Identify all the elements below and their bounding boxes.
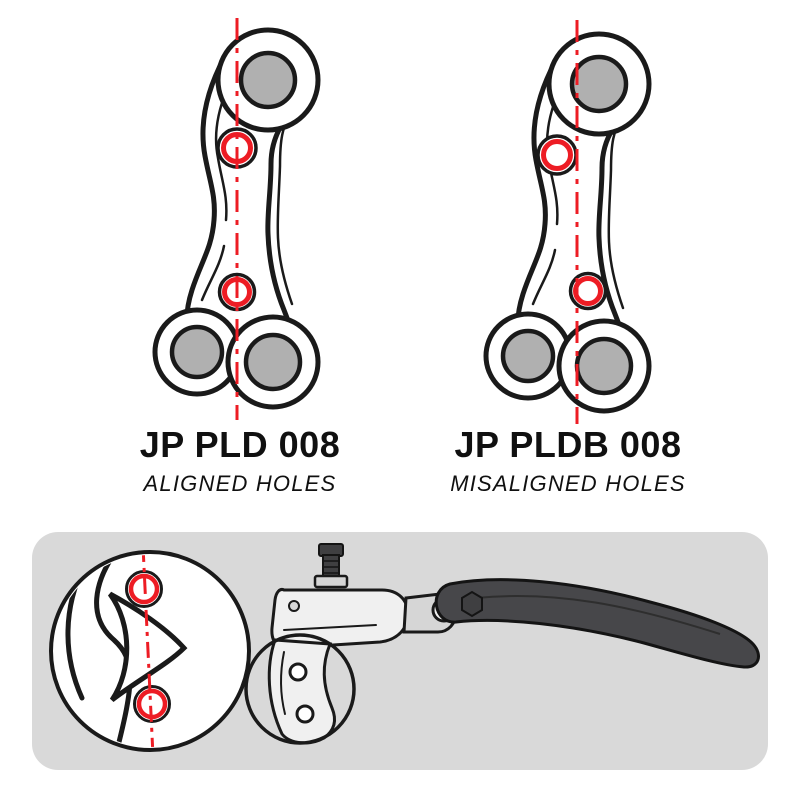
banjo-bolt bbox=[313, 543, 349, 589]
body-detail-line bbox=[283, 624, 377, 631]
brake-lever bbox=[434, 578, 760, 669]
right-bracket-figure bbox=[486, 20, 649, 424]
right-figure-title: JP PLDB 008 bbox=[454, 424, 682, 465]
left-figure-caption: ALIGNED HOLES bbox=[143, 471, 337, 497]
magnified-centerline bbox=[141, 555, 155, 747]
lever-adjuster-hex bbox=[461, 590, 483, 618]
right-figure-label: JP PLDB 008 MISALIGNED HOLES bbox=[388, 424, 748, 497]
lever-highlight-line bbox=[475, 594, 721, 635]
left-figure-title: JP PLD 008 bbox=[139, 424, 341, 465]
mounting-clamp bbox=[267, 638, 337, 745]
magnified-upper-hole-red-ring bbox=[128, 573, 160, 605]
magnified-plate-contour bbox=[94, 555, 133, 747]
small-detail-circle bbox=[244, 633, 356, 745]
left-bracket-figure bbox=[155, 18, 318, 420]
reservoir-screw bbox=[288, 600, 300, 612]
right-figure-caption: MISALIGNED HOLES bbox=[450, 471, 686, 497]
detail-panel bbox=[32, 532, 768, 770]
bracket-figures-illustration bbox=[0, 18, 800, 424]
clamp-upper-hole bbox=[288, 662, 308, 682]
right-upper-hole-red-ring bbox=[541, 139, 573, 171]
master-cylinder-body bbox=[270, 588, 410, 650]
left-figure-label: JP PLD 008 ALIGNED HOLES bbox=[60, 424, 420, 497]
master-cylinder-illustration bbox=[49, 543, 760, 752]
clamp-lower-hole bbox=[295, 704, 315, 724]
figure-labels: JP PLD 008 ALIGNED HOLES JP PLDB 008 MIS… bbox=[0, 424, 800, 510]
